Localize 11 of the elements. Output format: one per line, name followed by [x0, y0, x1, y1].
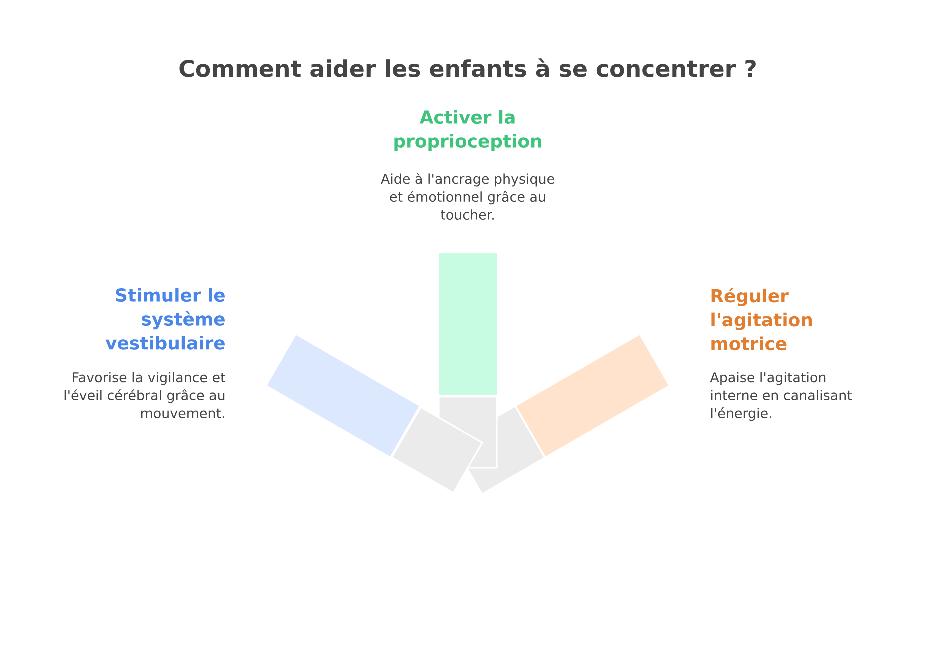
heading: Réguler l'agitation motrice: [712, 288, 812, 351]
bar: [439, 252, 497, 395]
bar: [267, 335, 420, 457]
description: Aide à l'ancrage physique et émotionnel grâce au toucher.: [381, 173, 554, 220]
heading: Stimuler le système vestibulaire: [106, 288, 225, 350]
heading: Activer la proprioception: [394, 110, 542, 152]
description: Apaise l'agitation interne en canalisant l'énergie.: [710, 372, 852, 422]
bar: [516, 335, 669, 457]
bar-base: [468, 407, 544, 494]
description: Favorise la vigilance et l'éveil cérébral grâce au mouvement.: [64, 372, 226, 418]
title: Comment aider les enfants à se concentrer ?: [180, 58, 756, 78]
